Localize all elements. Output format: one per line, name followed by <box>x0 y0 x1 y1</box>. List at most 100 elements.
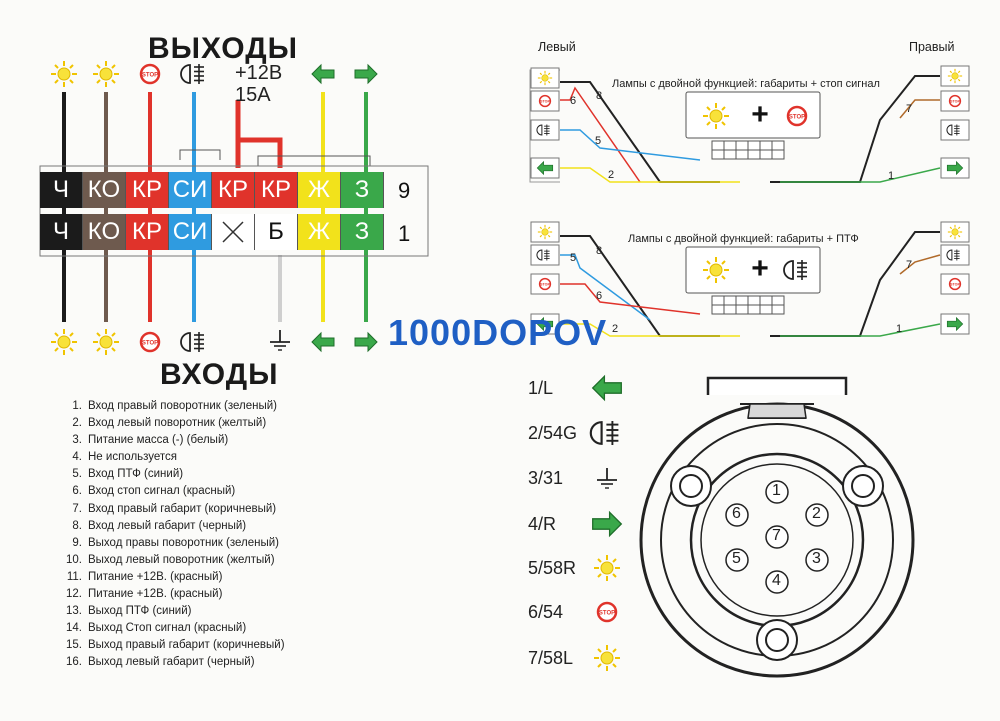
socket-pin-7: 7 <box>772 527 781 544</box>
legend-item: 15. Выход правый габарит (коричневый) <box>60 637 285 654</box>
legend-text: Вход стоп сигнал (красный) <box>88 485 236 498</box>
pin-legend-list: 1. Вход правый поворотник (зеленый) 2. Вход… <box>60 398 285 672</box>
legend-number: 10. <box>66 553 82 566</box>
top-row-cell-5: КР <box>212 172 255 208</box>
row-number-bottom: 1 <box>398 221 411 246</box>
legend-text: Вход правый габарит (коричневый) <box>88 502 277 515</box>
legend-item: 12. Питание +12В. (красный) <box>60 586 285 603</box>
top-row-cell-6: КР <box>255 172 298 208</box>
legend-number: 6. <box>72 485 82 498</box>
d2-wire-5: 5 <box>570 252 577 264</box>
d2-wire-1: 1 <box>896 323 903 335</box>
top-row-cell-8: З <box>341 172 384 208</box>
power-label-line1: +12В <box>235 62 283 84</box>
legend-text: Выход правы поворотник (зеленый) <box>88 536 279 549</box>
legend-item: 7. Вход правый габарит (коричневый) <box>60 501 285 518</box>
legend-number: 15. <box>66 639 82 652</box>
legend-number: 1. <box>72 400 82 412</box>
pin-label-5: 5/58R <box>528 558 577 578</box>
bottom-row-cell-2: КО <box>83 214 126 250</box>
bottom-row-cell-7: Ж <box>298 214 341 250</box>
legend-item: 11. Питание +12В. (красный) <box>60 569 285 586</box>
legend-number: 14. <box>66 622 82 635</box>
d2-wire-8: 8 <box>596 245 603 257</box>
legend-text: Выход правый габарит (коричневый) <box>88 639 285 652</box>
socket-pin-1: 1 <box>772 482 781 499</box>
bottom-row-cell-3: КР <box>126 214 169 250</box>
legend-item: 14. Выход Стоп сигнал (красный) <box>60 620 285 637</box>
socket-pin-6: 6 <box>732 505 741 522</box>
d1-wire-1: 1 <box>888 170 895 182</box>
legend-item: 3.Питание масса (-) (белый) <box>60 432 285 449</box>
legend-number: 12. <box>66 588 82 601</box>
legend-text: Выход левый поворотник (желтый) <box>88 553 275 566</box>
socket-pin-4: 4 <box>772 572 781 589</box>
top-row-cell-7: Ж <box>298 172 341 208</box>
legend-item: 13. Выход ПТФ (синий) <box>60 603 285 620</box>
legend-number: 16. <box>66 656 82 669</box>
legend-text: Выход Стоп сигнал (красный) <box>88 622 247 635</box>
svg-text:+: + <box>751 98 769 131</box>
socket-pin-3: 3 <box>812 550 821 567</box>
power-label-line2: 15А <box>235 84 271 106</box>
pin-label-1: 1/L <box>528 378 554 398</box>
unused-cross-icon <box>222 221 244 243</box>
legend-item: 2. Вход левый поворотник (желтый) <box>60 415 285 432</box>
legend-number: 4. <box>72 451 82 464</box>
top-row-cell-3: КР <box>126 172 169 208</box>
legend-item: 6. Вход стоп сигнал (красный) <box>60 483 285 500</box>
d1-wire-6: 6 <box>570 95 577 107</box>
bottom-row-cell-8: З <box>341 214 384 250</box>
d1-wire-2: 2 <box>608 169 615 181</box>
top-row-cell-2: КО <box>83 172 126 208</box>
legend-item: 1. Вход правый поворотник (зеленый) <box>60 398 285 415</box>
socket-pin-2: 2 <box>812 505 821 522</box>
watermark: 1000DOPOV <box>388 312 608 353</box>
legend-text: Не используется <box>88 451 178 464</box>
legend-number: 8. <box>72 519 82 532</box>
legend-number: 7. <box>72 502 82 515</box>
diagram1-caption: Лампы с двойной функцией: габариты + сто… <box>612 78 880 90</box>
left-side-label: Левый <box>538 40 576 54</box>
legend-text: Питание +12В. (красный) <box>88 588 223 601</box>
legend-item: 4. Не используется <box>60 449 285 466</box>
legend-text: Вход правый поворотник (зеленый) <box>88 400 277 412</box>
bottom-row-cell-6: Б <box>255 214 298 250</box>
legend-number: 13. <box>66 605 82 618</box>
socket-pin-5: 5 <box>732 550 741 567</box>
legend-item: 8. Вход левый габарит (черный) <box>60 518 285 535</box>
top-row-cell-4: СИ <box>169 172 212 208</box>
d1-wire-5: 5 <box>595 135 602 147</box>
pin-label-2: 2/54G <box>528 423 578 443</box>
inputs-title: ВХОДЫ <box>160 358 279 391</box>
legend-text: Питание +12В. (красный) <box>88 570 223 583</box>
legend-item: 5. Вход ПТФ (синий) <box>60 466 285 483</box>
bottom-row-cell-4: СИ <box>169 214 212 250</box>
legend-item: 9. Выход правы поворотник (зеленый) <box>60 535 285 552</box>
svg-text:+: + <box>751 252 769 285</box>
bottom-row-cell-5 <box>212 214 255 250</box>
legend-number: 3. <box>72 434 82 447</box>
legend-item: 10. Выход левый поворотник (желтый) <box>60 552 285 569</box>
legend-text: Вход левый поворотник (желтый) <box>88 417 267 430</box>
d1-wire-8: 8 <box>596 90 603 102</box>
legend-number: 5. <box>72 468 82 481</box>
right-side-label: Правый <box>909 40 955 54</box>
outputs-title: ВЫХОДЫ <box>148 32 298 65</box>
legend-text: Выход ПТФ (синий) <box>88 605 192 618</box>
diagram2-caption: Лампы с двойной функцией: габариты + ПТФ <box>628 233 859 245</box>
pin-label-6: 6/54 <box>528 602 564 622</box>
d2-wire-2: 2 <box>612 323 619 335</box>
pin-label-4: 4/R <box>528 514 557 534</box>
legend-item: 16.Выход левый габарит (черный) <box>60 654 285 671</box>
legend-text: Вход ПТФ (синий) <box>88 468 184 481</box>
pin-label-7: 7/58L <box>528 648 574 668</box>
pin-label-3: 3/31 <box>528 468 564 488</box>
legend-text: Вход левый габарит (черный) <box>88 519 247 532</box>
legend-number: 2. <box>72 417 82 430</box>
legend-number: 9. <box>72 536 82 549</box>
d2-wire-6: 6 <box>596 290 603 302</box>
legend-number: 11. <box>66 570 82 583</box>
top-row-cell-1: Ч <box>40 172 83 208</box>
d2-wire-7: 7 <box>906 259 913 271</box>
